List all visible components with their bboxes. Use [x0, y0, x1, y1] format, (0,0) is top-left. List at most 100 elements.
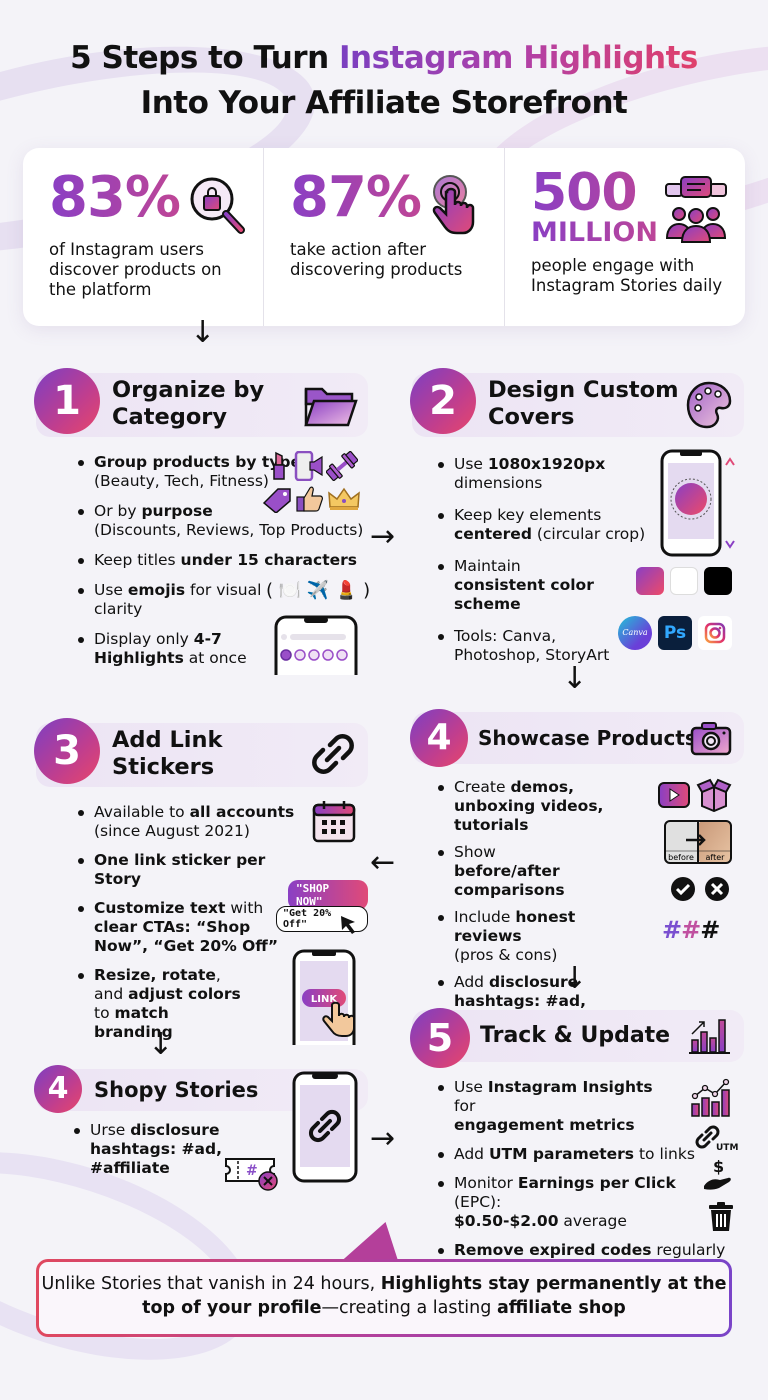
bullet: Display only 4-7 Highlights at once [76, 630, 266, 668]
before-after-icon: before after [664, 820, 732, 864]
bullet: Keep key elements centered (circular cro… [436, 506, 666, 544]
step-number-badge: 2 [410, 368, 476, 434]
step-header: 4 Showcase Products [410, 709, 744, 767]
svg-text:before: before [668, 853, 694, 862]
hashtag-icons: ### [662, 916, 720, 944]
svg-text:$: $ [713, 1157, 724, 1176]
emoji-examples: ( 🍽️ ✈️ 💄 ) [266, 580, 371, 601]
magnifier-shopping-bag-icon [190, 177, 245, 234]
step-1-bullets: Group products by type (Beauty, Tech, Fi… [76, 453, 366, 668]
bullet: Maintain consistent color scheme [436, 557, 616, 614]
tap-finger-icon [432, 175, 475, 235]
utm-link-icon: UTM [695, 1125, 738, 1152]
step-number-badge: 4 [410, 709, 468, 767]
thumbs-up-icon [296, 486, 323, 512]
arrow-down: ↓ [190, 315, 216, 350]
step-header: 3 Add Link Stickers [34, 718, 368, 787]
step-4-shopy-stories: 4 Shopy Stories Urse disclosure hashtags… [34, 1065, 368, 1191]
step-2-design-custom-covers: 2 Design Custom Covers Use 1080x1920px d… [410, 368, 744, 664]
stats-card: 83% of Instagram users discover products… [23, 148, 745, 326]
phone-link-sticker-icon: LINK [292, 949, 356, 1045]
photoshop-logo-icon: Ps [658, 616, 692, 650]
bullet: Add UTM parameters to links [436, 1145, 696, 1164]
bullet: Use emojis for visual clarity [76, 581, 266, 619]
camera-icon [690, 722, 732, 756]
x-circle-icon [705, 877, 729, 901]
step-title: Organize by Category [112, 377, 265, 430]
arrow-down: ↓ [562, 661, 588, 696]
ticket-hashtag-no-icon: # [225, 1158, 278, 1191]
chain-link-icon [312, 734, 354, 774]
bar-chart-up-icon [689, 1019, 730, 1054]
step-title: Showcase Products [478, 726, 697, 750]
people-chat-icon [665, 176, 727, 243]
bullet: Monitor Earnings per Click (EPC): $0.50-… [436, 1174, 721, 1231]
bullet: Keep titles under 15 characters [76, 551, 366, 570]
svg-text:after: after [706, 853, 726, 862]
step-header: 1 Organize by Category [34, 368, 368, 437]
page-title: 5 Steps to Turn Instagram Highlights Int… [70, 40, 698, 121]
step-number-badge: 3 [34, 718, 100, 784]
step-4-bullets: Create demos, unboxing videos, tutorials… [436, 778, 656, 1030]
step-title: Track & Update [480, 1023, 671, 1048]
color-swatch-gradient [636, 567, 664, 595]
step-1-organize-by-category: 1 Organize by Category Group products by… [34, 368, 370, 675]
bullet: Remove expired codes regularly [436, 1241, 726, 1260]
bullet: Use Instagram Insights for engagement me… [436, 1078, 656, 1135]
step-5-track-and-update: 5 Track & Update Use Instagram Insights … [410, 1008, 744, 1259]
step-header: 5 Track & Update [410, 1008, 744, 1068]
video-play-icon [658, 782, 690, 808]
color-swatch-white [670, 567, 698, 595]
instagram-logo-icon [698, 616, 732, 650]
phone-speaker-icon [294, 451, 323, 481]
summary-callout-text: Unlike Stories that vanish in 24 hours, … [39, 1262, 729, 1334]
step-title: Design Custom Covers [488, 377, 679, 430]
bullet: Tools: Canva, Photoshop, StoryArt [436, 627, 611, 665]
stat-83: 83% of Instagram users discover products… [23, 148, 263, 326]
callout-pointer [340, 1222, 422, 1262]
svg-text:#: # [246, 1163, 258, 1179]
arrow-down: ↓ [148, 1027, 174, 1062]
money-hand-icon: $ [704, 1157, 731, 1190]
bullet: Group products by type (Beauty, Tech, Fi… [76, 453, 366, 491]
step-title: Shopy Stories [94, 1078, 259, 1102]
get-20-off-sticker: "Get 20% Off" [276, 906, 368, 932]
svg-text:UTM: UTM [716, 1143, 738, 1152]
lipstick-icon [273, 451, 285, 480]
step-number-badge: 5 [410, 1008, 470, 1068]
calendar-icon [312, 801, 356, 843]
analytics-chart-icon [691, 1078, 730, 1117]
arrow-right: → [370, 1121, 396, 1156]
palette-icon [686, 381, 732, 429]
step-5-bullets: Use Instagram Insights for engagement me… [436, 1078, 725, 1260]
stat-500m: 500 MILLION people engage with Instagram… [504, 148, 745, 326]
bullet: Show before/after comparisons [436, 843, 596, 900]
bullet: Urse disclosure hashtags: #ad, #affiliat… [72, 1121, 292, 1178]
step-3-add-link-stickers: 3 Add Link Stickers Available to all acc… [34, 718, 368, 1045]
canva-logo-icon: Canva [618, 616, 652, 650]
step-number-badge: 1 [34, 368, 100, 434]
phone-circular-crop-icon [660, 449, 735, 557]
dumbbell-icon [326, 451, 358, 481]
bullet: Customize text with clear CTAs: “Shop No… [76, 899, 286, 956]
step-2-bullets: Use 1080x1920px dimensions Keep key elem… [436, 455, 646, 665]
bullet: Available to all accounts (since August … [76, 803, 316, 841]
step-header: 4 Shopy Stories [34, 1065, 368, 1113]
bullet: Use 1080x1920px dimensions [436, 455, 646, 493]
price-tag-icon [262, 488, 291, 513]
arrow-right: → [370, 519, 396, 554]
trash-icon [709, 1202, 733, 1231]
bullet: Or by purpose (Discounts, Reviews, Top P… [76, 502, 366, 540]
step-3-bullets: Available to all accounts (since August … [76, 803, 316, 1042]
bullet: Create demos, unboxing videos, tutorials [436, 778, 656, 835]
step-number-badge: 4 [34, 1065, 82, 1113]
folder-icon [304, 387, 358, 427]
shop-now-sticker: "SHOP NOW" [288, 880, 368, 910]
stat-87: 87% take action after discovering produc… [263, 148, 504, 326]
svg-text:LINK: LINK [311, 994, 338, 1005]
step-header: 2 Design Custom Covers [410, 368, 744, 437]
step-4b-bullets: Urse disclosure hashtags: #ad, #affiliat… [72, 1121, 292, 1178]
color-swatch-black [704, 567, 732, 595]
summary-callout: Unlike Stories that vanish in 24 hours, … [36, 1259, 732, 1337]
cursor-arrow-icon [341, 916, 355, 934]
